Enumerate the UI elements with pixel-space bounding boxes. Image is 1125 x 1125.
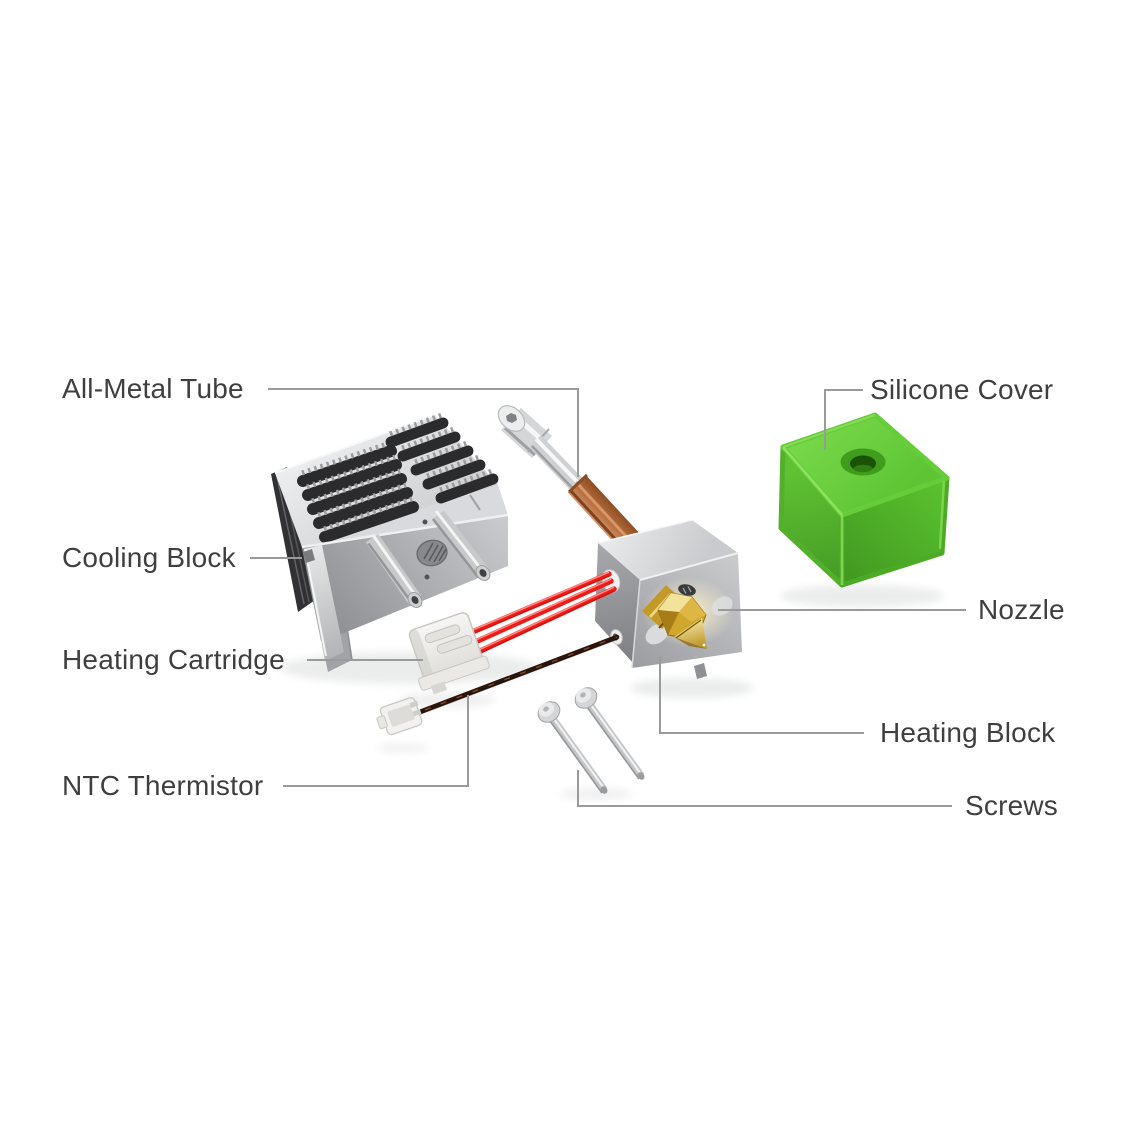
label-heating-block: Heating Block bbox=[880, 717, 1056, 748]
screw-hole bbox=[645, 623, 669, 645]
screw bbox=[537, 701, 608, 794]
leader-silicone-cover bbox=[824, 389, 863, 450]
leader-lines bbox=[250, 388, 966, 807]
cooling-block-art bbox=[271, 412, 509, 672]
hex-socket bbox=[506, 413, 517, 423]
label-nozzle: Nozzle bbox=[978, 594, 1065, 625]
leader-heating-block bbox=[659, 657, 864, 734]
all-metal-tube-art bbox=[497, 405, 646, 557]
label-screws: Screws bbox=[965, 790, 1058, 821]
leader-all-metal-tube bbox=[268, 388, 579, 477]
label-all-metal-tube: All-Metal Tube bbox=[62, 373, 244, 404]
thermistor-connector bbox=[376, 697, 423, 736]
nozzle-art bbox=[642, 585, 707, 649]
screws-art bbox=[537, 687, 645, 794]
silicone-cover-art bbox=[778, 412, 950, 588]
mounting-rod bbox=[365, 533, 423, 608]
cover-hole bbox=[840, 448, 886, 476]
threaded-hole bbox=[416, 539, 448, 567]
mounting-rod bbox=[432, 510, 491, 581]
label-silicone-cover: Silicone Cover bbox=[870, 374, 1054, 405]
heater-wires bbox=[467, 571, 617, 656]
leader-ntc-thermistor bbox=[283, 695, 469, 787]
fin-slots-right bbox=[385, 412, 499, 504]
fin-slots-left bbox=[297, 440, 419, 543]
set-screw-hole bbox=[678, 584, 696, 596]
label-cooling-block: Cooling Block bbox=[62, 542, 236, 573]
cartridge-connector bbox=[408, 612, 490, 695]
heating-cartridge-art bbox=[408, 571, 617, 695]
label-heating-cartridge: Heating Cartridge bbox=[62, 644, 285, 675]
label-ntc-thermistor: NTC Thermistor bbox=[62, 770, 264, 801]
screw bbox=[574, 687, 645, 780]
ntc-thermistor-art bbox=[376, 634, 620, 736]
leader-screws bbox=[577, 770, 952, 807]
